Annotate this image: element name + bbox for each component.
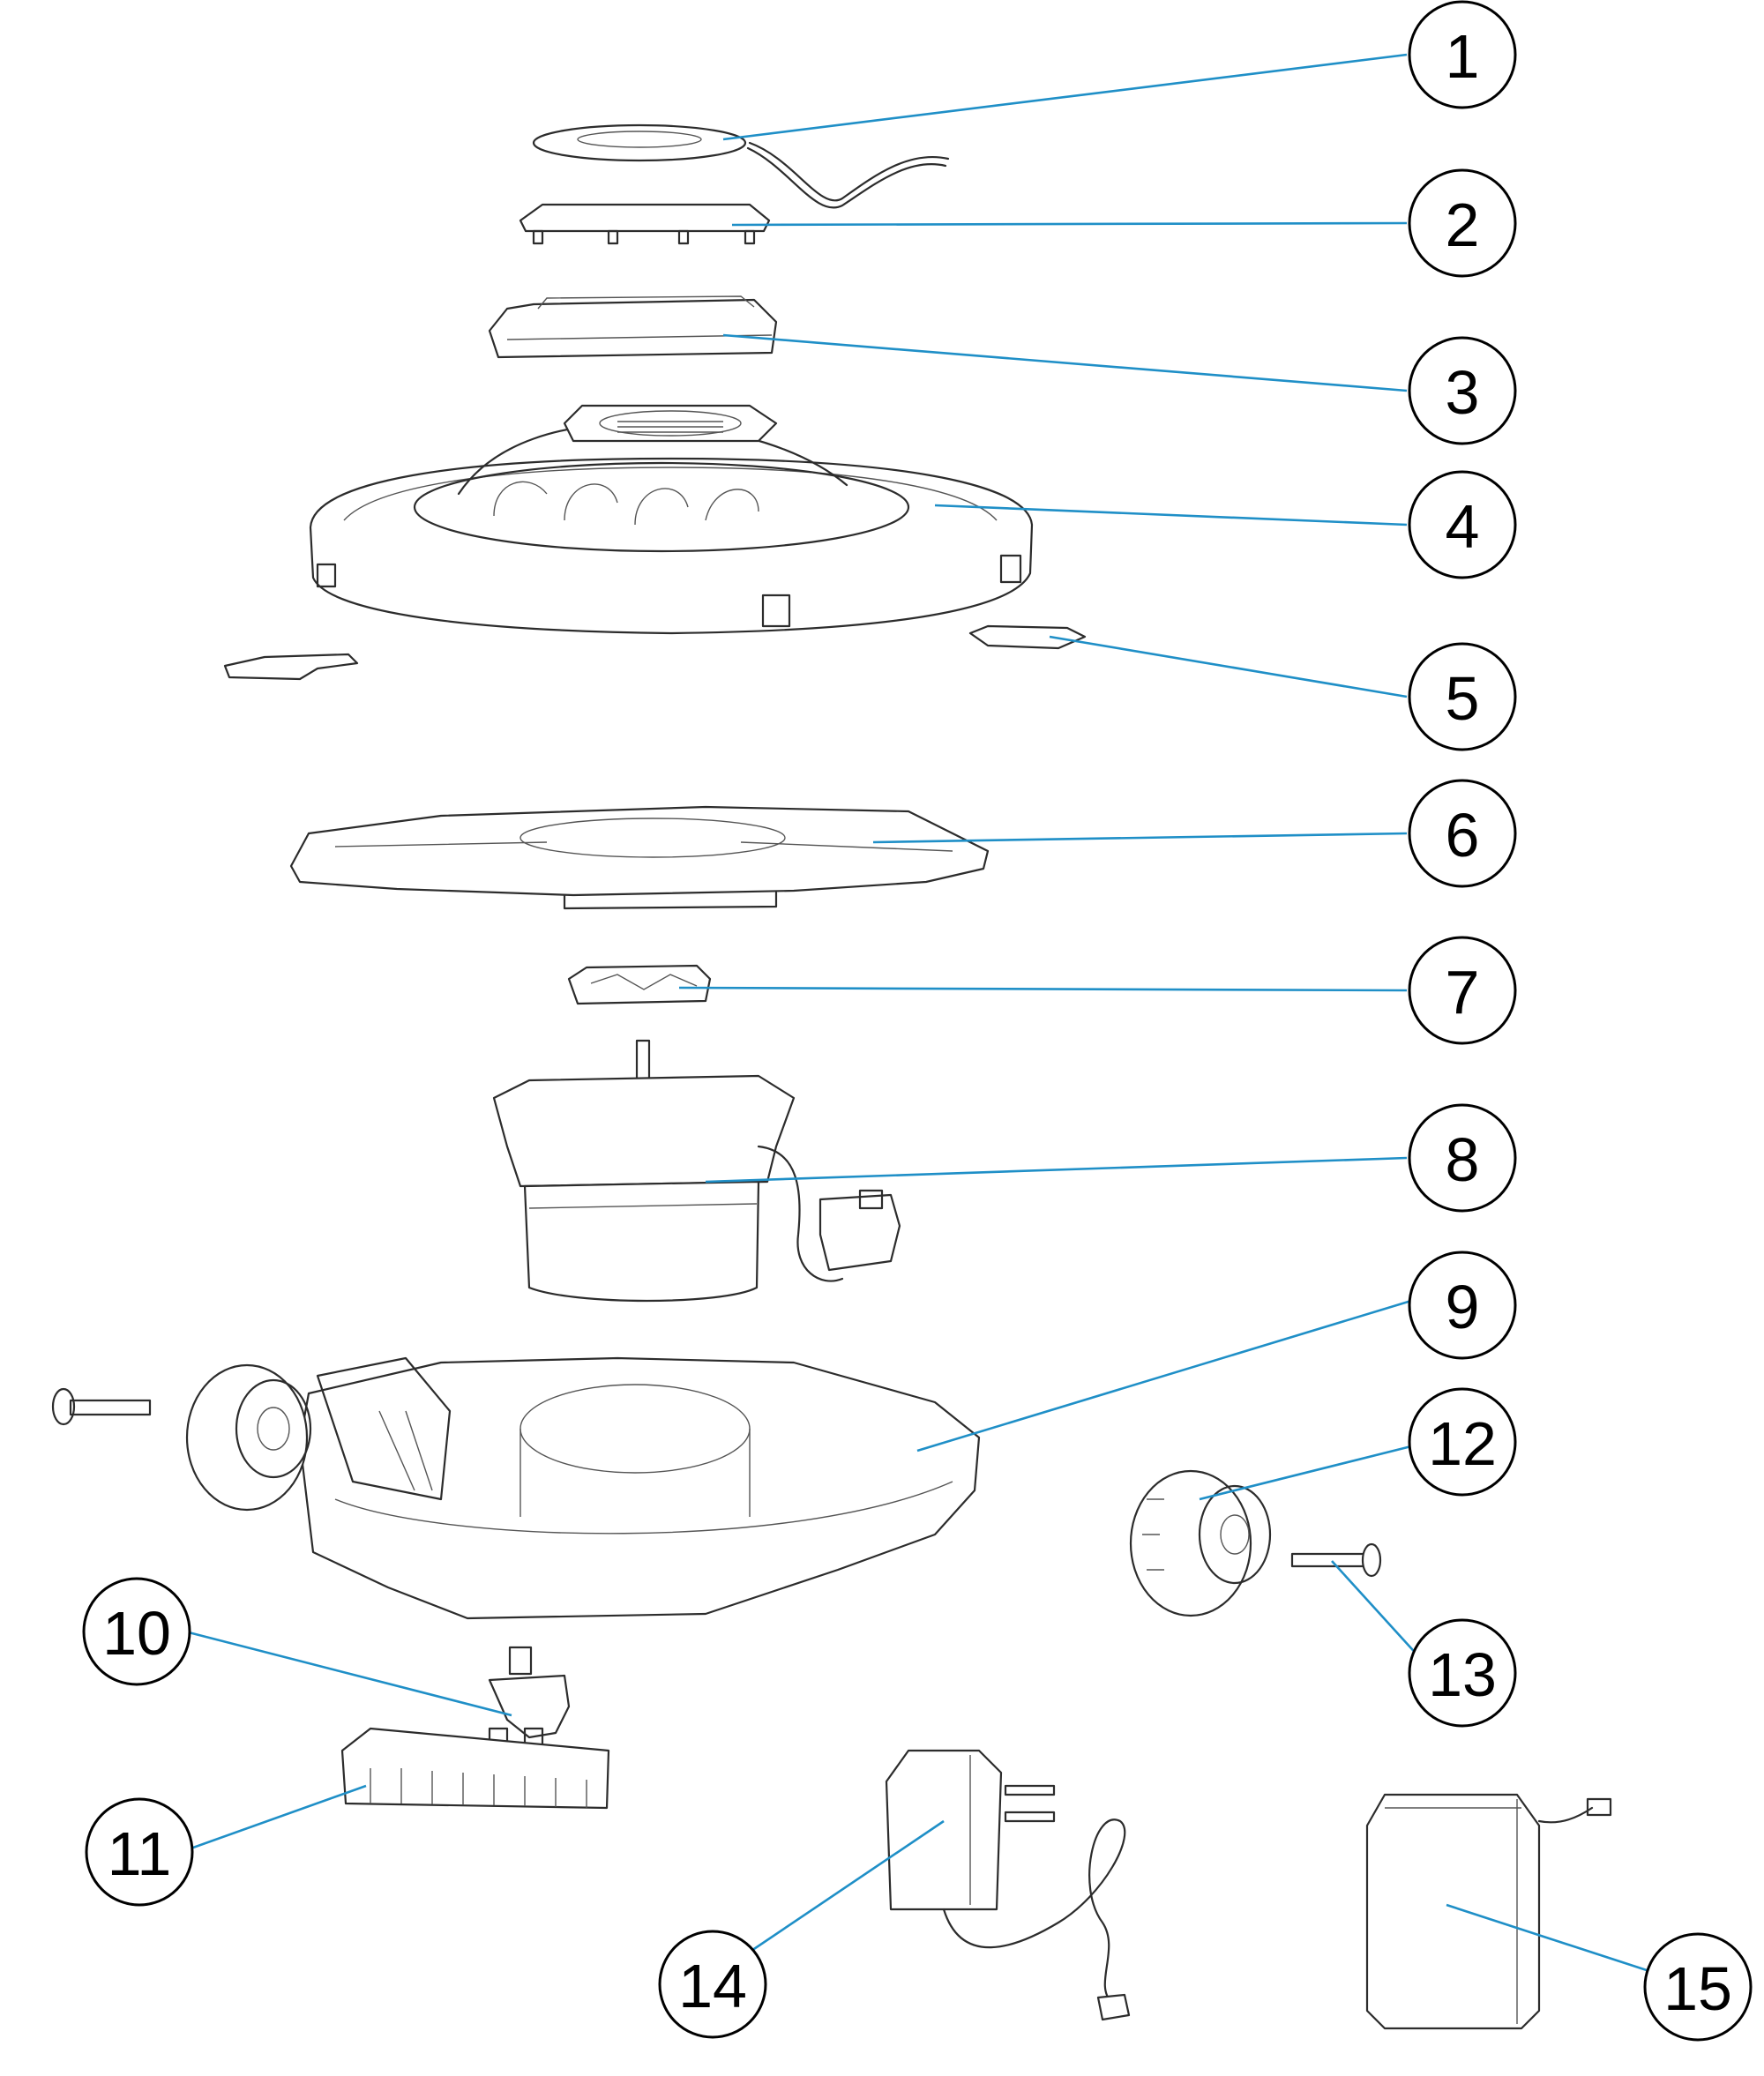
callout-4: 4	[1408, 470, 1517, 579]
part-6-base-plate	[289, 805, 990, 910]
callout-5: 5	[1408, 642, 1517, 751]
callout-10-label: 10	[102, 1599, 171, 1668]
leader-line-14	[740, 1819, 945, 1960]
callout-6: 6	[1408, 779, 1517, 888]
leader-line-5	[1049, 635, 1408, 698]
callout-8: 8	[1408, 1103, 1517, 1213]
callout-3: 3	[1408, 336, 1517, 445]
part-4-main-housing	[309, 404, 1034, 635]
part-12-wheel	[1129, 1469, 1272, 1617]
callout-3-label: 3	[1446, 358, 1480, 427]
leader-line-9	[916, 1299, 1412, 1452]
callout-2-label: 2	[1446, 190, 1480, 259]
callout-5-label: 5	[1446, 664, 1480, 733]
part-9-bottom-frame	[298, 1356, 981, 1620]
callout-15: 15	[1643, 1932, 1753, 2042]
part-8-motor	[492, 1039, 901, 1303]
part-1-top-cover	[532, 123, 950, 209]
part-left-wheel	[185, 1363, 312, 1512]
leader-line-12	[1199, 1445, 1412, 1501]
callout-2: 2	[1408, 168, 1517, 278]
leader-line-1	[722, 53, 1408, 141]
callout-12-label: 12	[1428, 1409, 1497, 1478]
leader-line-2	[731, 221, 1408, 227]
leader-line-10	[184, 1630, 512, 1717]
part-left-axle	[51, 1387, 152, 1426]
callout-14-label: 14	[678, 1952, 747, 2020]
part-11-brush	[340, 1727, 610, 1810]
callout-11: 11	[85, 1797, 194, 1907]
leader-line-3	[722, 333, 1408, 392]
callout-7: 7	[1408, 936, 1517, 1045]
callout-1: 1	[1408, 0, 1517, 109]
leader-line-13	[1331, 1560, 1421, 1659]
part-10-brush-holder	[488, 1646, 571, 1757]
leader-line-4	[934, 504, 1408, 526]
leader-lines	[180, 53, 1650, 1973]
callout-7-label: 7	[1446, 958, 1480, 1027]
leader-line-6	[872, 832, 1408, 844]
part-7-impeller	[567, 964, 712, 1005]
callout-15-label: 15	[1663, 1954, 1732, 2023]
leader-line-11	[180, 1784, 367, 1854]
leader-line-7	[678, 986, 1408, 992]
callout-14: 14	[658, 1930, 767, 2039]
part-15-battery	[1365, 1793, 1612, 2030]
callout-9: 9	[1408, 1251, 1517, 1360]
leader-line-15	[1446, 1903, 1650, 1973]
leader-line-8	[705, 1156, 1408, 1184]
part-2-plate	[519, 203, 771, 245]
callout-13: 13	[1408, 1618, 1517, 1728]
part-3-cover	[488, 295, 778, 359]
callout-11-label: 11	[108, 1819, 172, 1888]
part-13-axle	[1290, 1542, 1382, 1578]
callouts: 1 2 3 4 5 6 7 8 9 12 13 10 11 14 15	[82, 0, 1753, 2042]
callout-9-label: 9	[1446, 1273, 1480, 1341]
callout-8-label: 8	[1446, 1125, 1480, 1194]
callout-1-label: 1	[1446, 22, 1480, 91]
part-5-clips	[223, 624, 1087, 681]
part-14-charger	[885, 1749, 1131, 2021]
callout-6-label: 6	[1446, 801, 1480, 870]
callout-12: 12	[1408, 1387, 1517, 1497]
callout-13-label: 13	[1428, 1640, 1497, 1709]
callout-10: 10	[82, 1577, 191, 1686]
callout-4-label: 4	[1446, 492, 1480, 561]
